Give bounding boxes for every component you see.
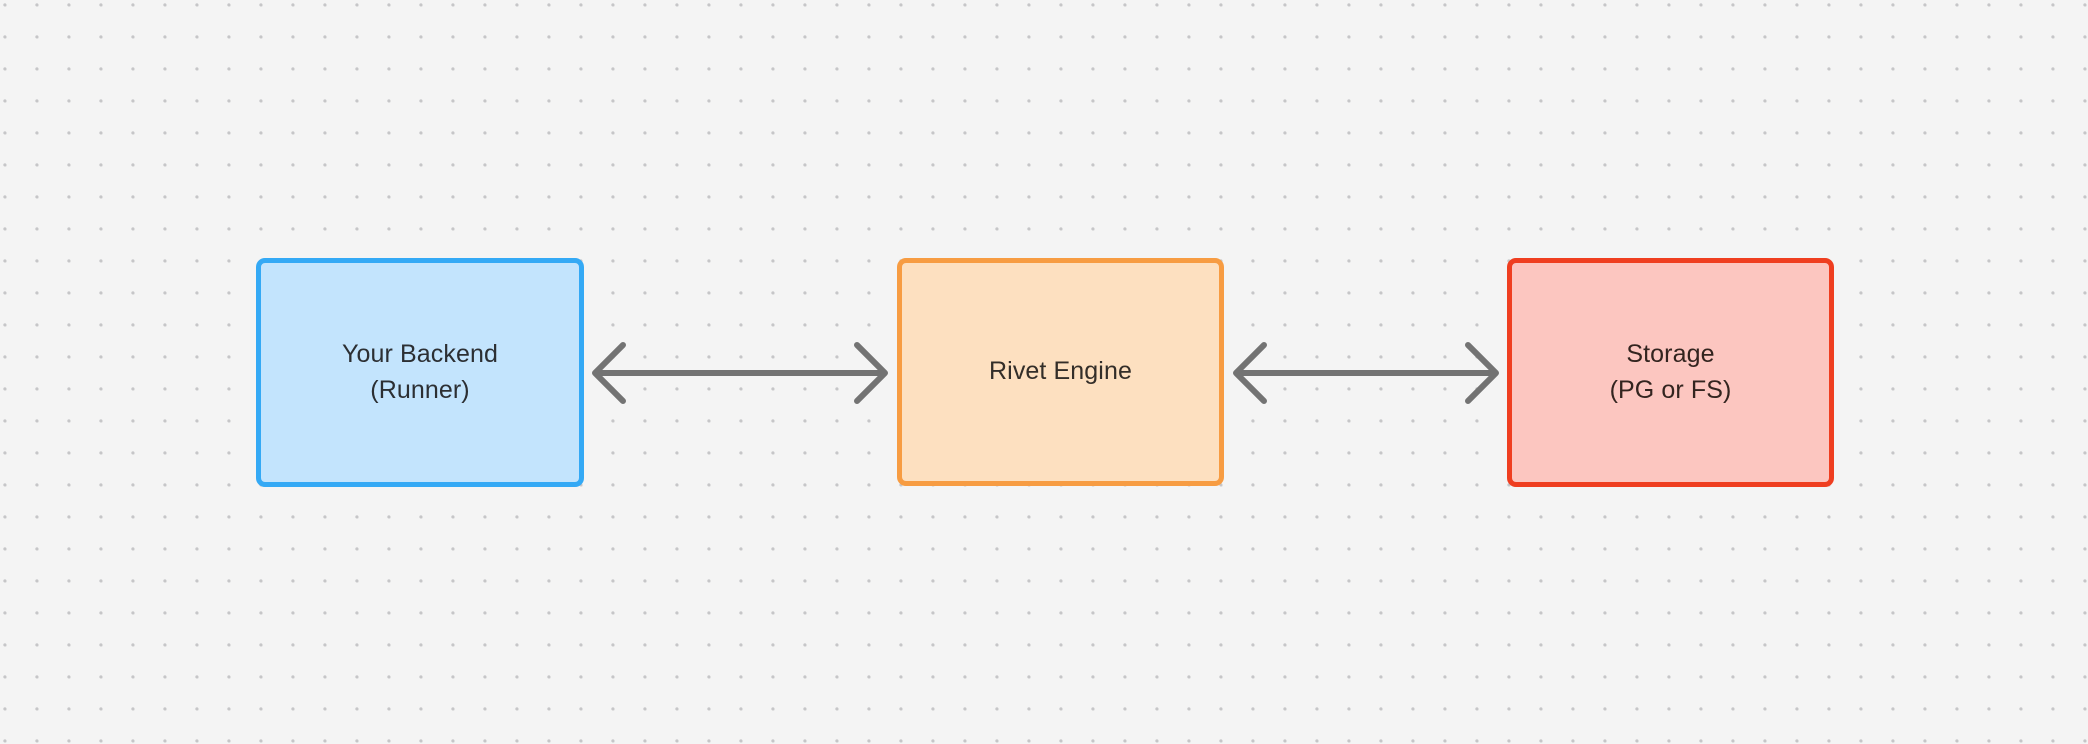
edge-engine-storage-arrowhead-left xyxy=(1233,342,1267,404)
node-rivet-engine[interactable]: Rivet Engine xyxy=(897,258,1224,486)
node-your-backend[interactable]: Your Backend (Runner) xyxy=(256,258,584,487)
node-rivet-engine-label-line1: Rivet Engine xyxy=(989,357,1132,386)
node-your-backend-label-line1: Your Backend xyxy=(342,340,498,368)
node-storage-label-line1: Storage xyxy=(1626,340,1715,368)
node-your-backend-label-line2: (Runner) xyxy=(370,375,470,404)
node-storage-label-line2: (PG or FS) xyxy=(1609,375,1732,404)
node-storage[interactable]: Storage (PG or FS) xyxy=(1507,258,1834,487)
edge-backend-engine-arrowhead-right xyxy=(854,342,888,404)
edge-engine-storage-arrowhead-right xyxy=(1465,342,1499,404)
edge-backend-engine-arrowhead-left xyxy=(592,342,626,404)
